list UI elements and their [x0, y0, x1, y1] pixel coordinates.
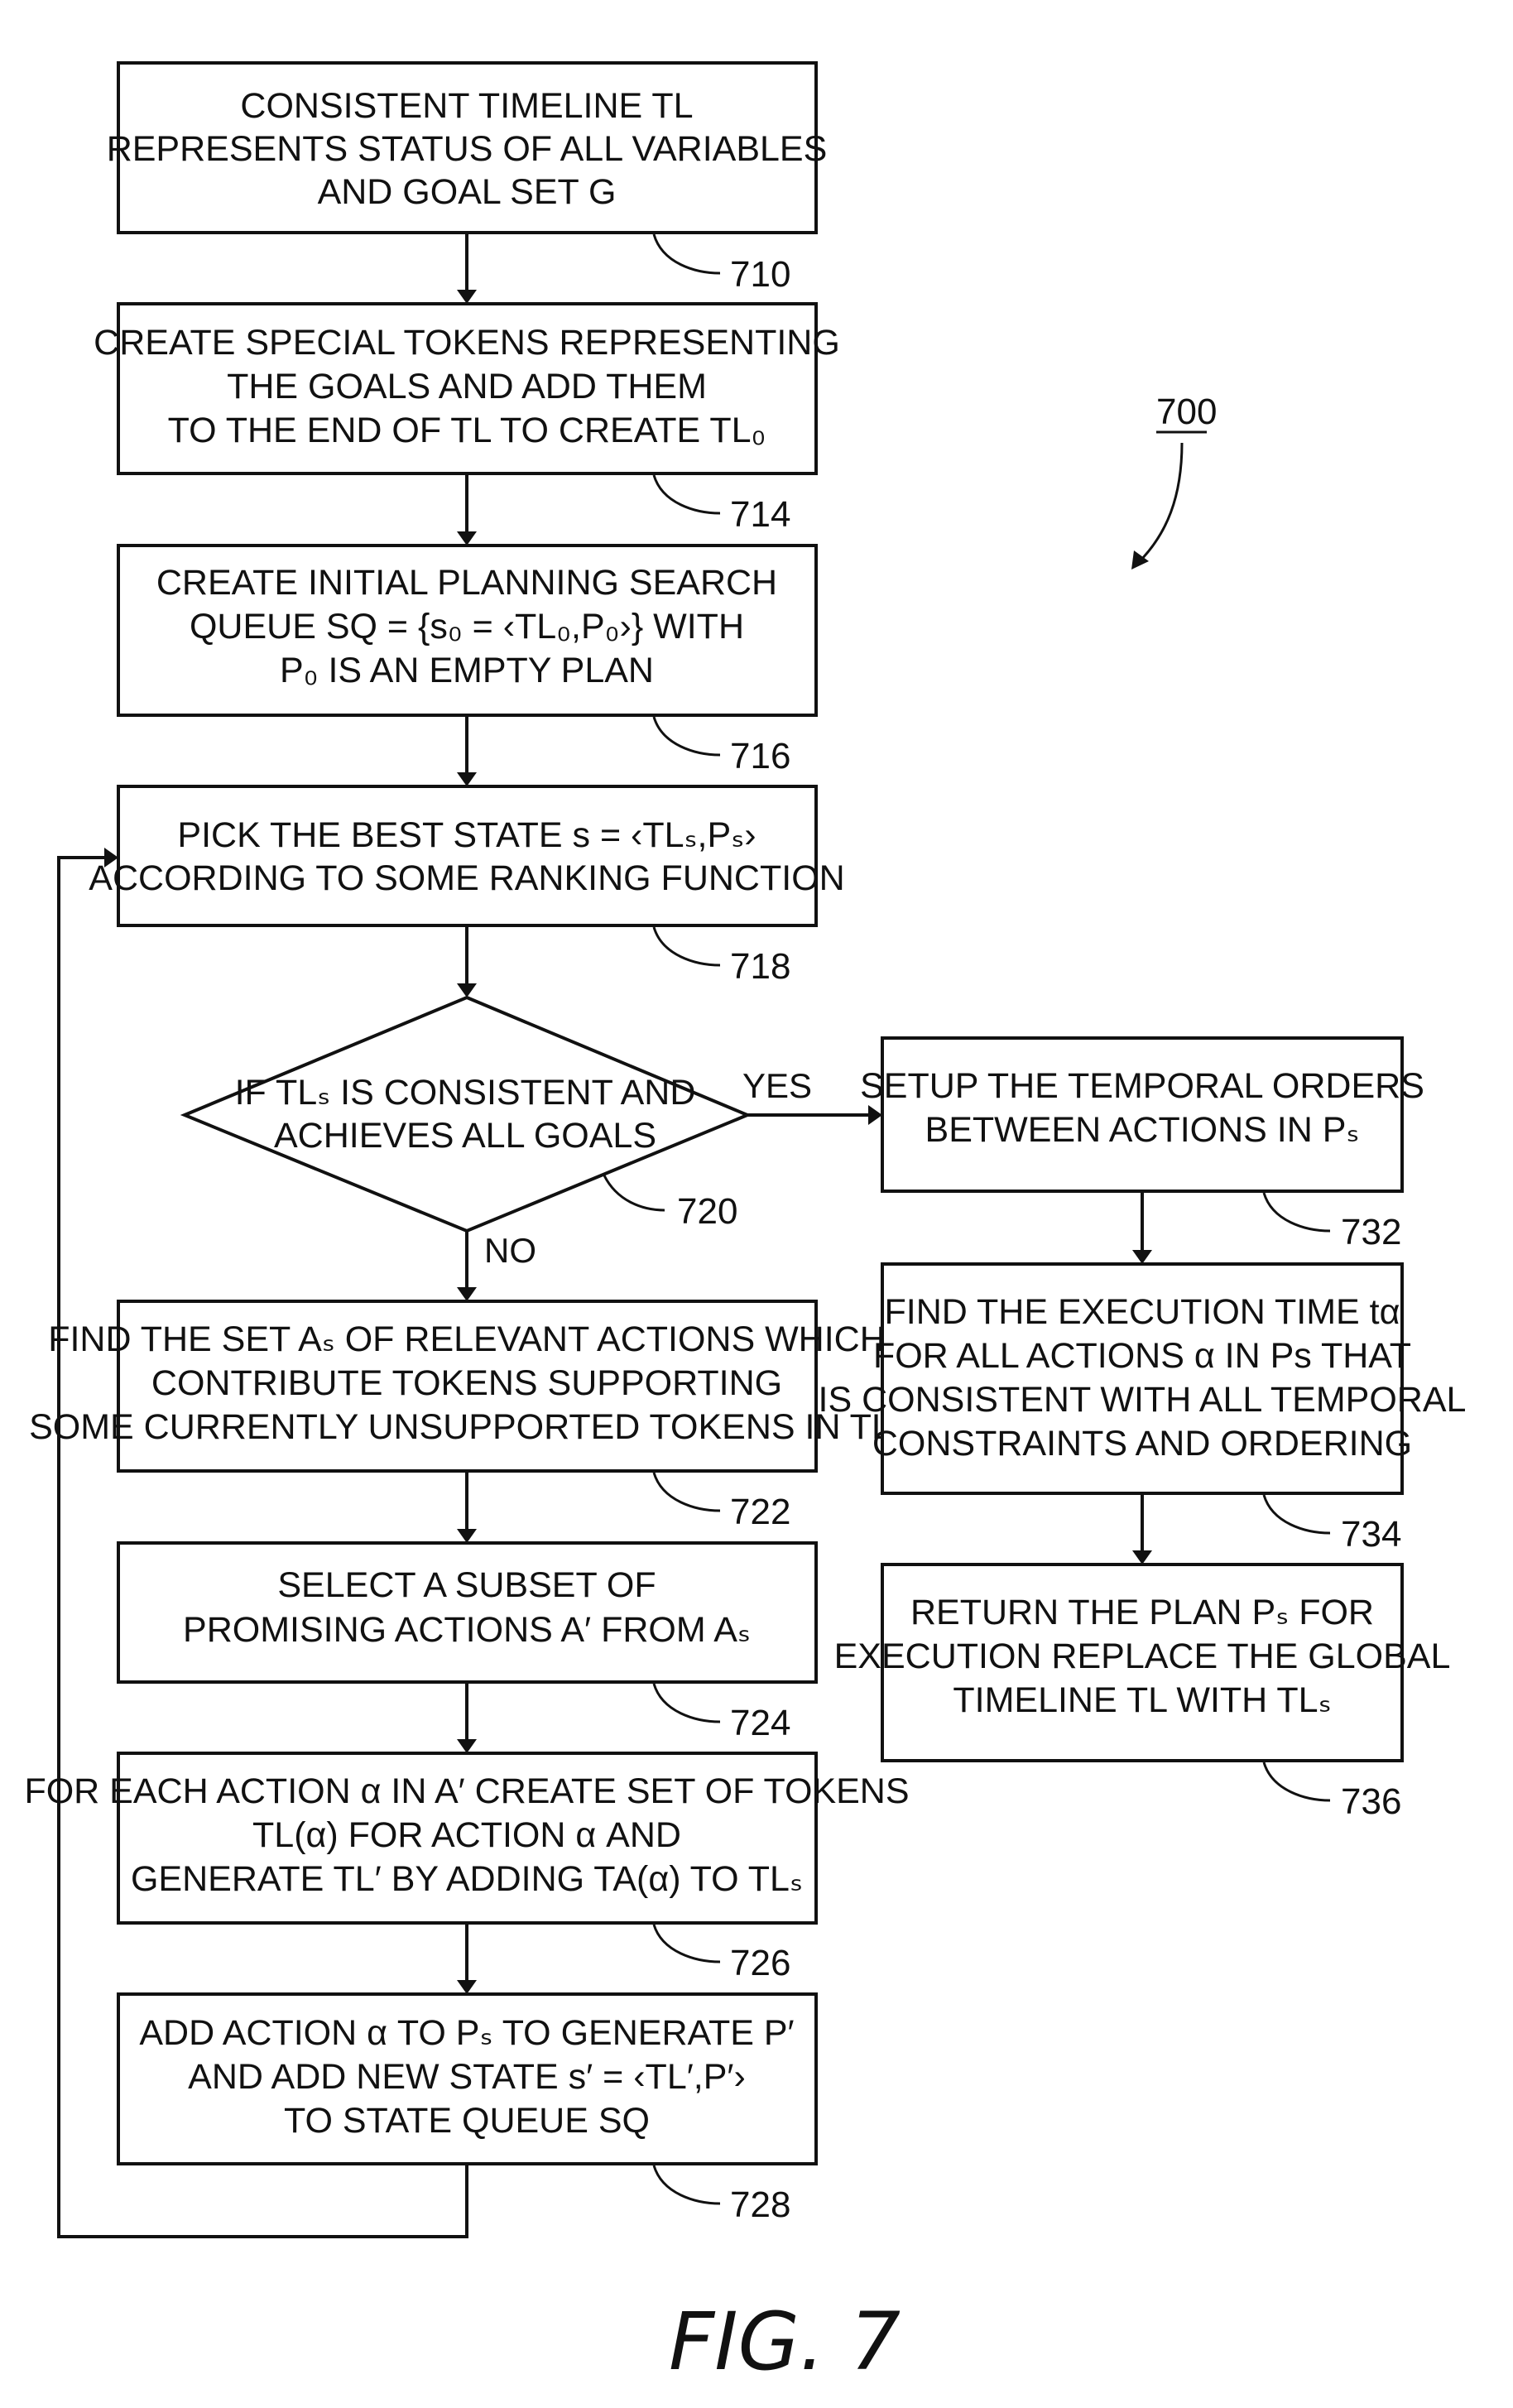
figure-caption: FIG. 7	[669, 2295, 901, 2388]
step-732: SETUP THE TEMPORAL ORDERS BETWEEN ACTION…	[860, 1038, 1424, 1191]
decision-diamond	[185, 997, 747, 1231]
arrowhead-734-736	[1132, 1550, 1152, 1564]
figure-ref-number: 700	[1156, 392, 1217, 432]
arrowhead-726-728	[457, 1980, 477, 1994]
ref-710: 710	[730, 254, 790, 295]
step-722-line-1: FIND THE SET Aₛ OF RELEVANT ACTIONS WHIC…	[48, 1319, 886, 1359]
leader-722	[654, 1473, 720, 1511]
no-label: NO	[484, 1231, 536, 1270]
leader-726	[654, 1925, 720, 1962]
step-714: CREATE SPECIAL TOKENS REPRESENTING THE G…	[94, 304, 840, 473]
step-722: FIND THE SET Aₛ OF RELEVANT ACTIONS WHIC…	[29, 1301, 905, 1471]
step-736-line-1: RETURN THE PLAN Pₛ FOR	[910, 1593, 1374, 1632]
yes-label: YES	[742, 1066, 812, 1105]
step-722-line-2: CONTRIBUTE TOKENS SUPPORTING	[151, 1363, 782, 1403]
leader-734	[1264, 1495, 1330, 1533]
step-716-line-3: P₀ IS AN EMPTY PLAN	[280, 651, 654, 690]
ref-732: 732	[1341, 1212, 1401, 1252]
step-720-line-1: IF TLₛ IS CONSISTENT AND	[235, 1073, 696, 1113]
ref-718: 718	[730, 946, 790, 987]
step-734-line-2: FOR ALL ACTIONS α IN Ps THAT	[873, 1336, 1411, 1376]
ref-728: 728	[730, 2185, 790, 2225]
step-718-line-1: PICK THE BEST STATE s = ‹TLₛ,Pₛ›	[177, 815, 756, 855]
leader-728	[654, 2165, 720, 2204]
step-734-line-3: IS CONSISTENT WITH ALL TEMPORAL	[819, 1380, 1467, 1420]
step-714-line-2: THE GOALS AND ADD THEM	[227, 367, 707, 406]
ref-714: 714	[730, 494, 790, 535]
leader-714	[654, 475, 720, 513]
step-724-line-2: PROMISING ACTIONS A′ FROM Aₛ	[183, 1610, 751, 1650]
step-724: SELECT A SUBSET OF PROMISING ACTIONS A′ …	[118, 1543, 816, 1682]
step-724-line-1: SELECT A SUBSET OF	[277, 1565, 656, 1605]
step-718-line-2: ACCORDING TO SOME RANKING FUNCTION	[89, 858, 844, 898]
connectors	[59, 233, 1152, 2237]
step-732-line-2: BETWEEN ACTIONS IN Pₛ	[925, 1110, 1360, 1150]
leader-710	[654, 234, 720, 273]
arrowhead-732-734	[1132, 1250, 1152, 1264]
arrowhead-720-732	[868, 1105, 882, 1125]
step-714-line-3: TO THE END OF TL TO CREATE TL₀	[168, 411, 766, 450]
leader-718	[654, 927, 720, 965]
arrowhead-720-722	[457, 1287, 477, 1301]
figure-reference-700: 700	[1131, 392, 1217, 570]
step-716-line-1: CREATE INITIAL PLANNING SEARCH	[156, 563, 777, 603]
step-718: PICK THE BEST STATE s = ‹TLₛ,Pₛ› ACCORDI…	[89, 786, 844, 925]
reference-leaders: 710 714 716 718 720 722 724 726 728 732 …	[604, 234, 1401, 2225]
arrowhead-710-714	[457, 290, 477, 304]
step-726-line-1: FOR EACH ACTION α IN A′ CREATE SET OF TO…	[24, 1771, 909, 1811]
step-728-line-2: AND ADD NEW STATE s′ = ‹TL′,P′›	[188, 2057, 746, 2097]
arrowhead-718-720	[457, 983, 477, 997]
leader-724	[654, 1684, 720, 1722]
step-734: FIND THE EXECUTION TIME tα FOR ALL ACTIO…	[819, 1264, 1467, 1493]
step-718-box	[118, 786, 816, 925]
ref-726: 726	[730, 1943, 790, 1983]
ref-720: 720	[677, 1191, 737, 1232]
step-728: ADD ACTION α TO Pₛ TO GENERATE P′ AND AD…	[118, 1994, 816, 2164]
step-728-line-3: TO STATE QUEUE SQ	[284, 2101, 650, 2141]
step-726-line-2: TL(α) FOR ACTION α AND	[252, 1815, 681, 1855]
leader-732	[1264, 1193, 1330, 1231]
arrowhead-724-726	[457, 1739, 477, 1753]
ref-734: 734	[1341, 1514, 1401, 1555]
step-728-line-1: ADD ACTION α TO Pₛ TO GENERATE P′	[139, 2013, 794, 2053]
ref-724: 724	[730, 1703, 790, 1743]
ref-716: 716	[730, 736, 790, 776]
ref-722: 722	[730, 1492, 790, 1532]
step-710-line-1: CONSISTENT TIMELINE TL	[240, 86, 693, 126]
step-720-decision: IF TLₛ IS CONSISTENT AND ACHIEVES ALL GO…	[185, 997, 747, 1231]
step-716-line-2: QUEUE SQ = {s₀ = ‹TL₀,P₀›} WITH	[190, 607, 744, 646]
step-710-line-2: REPRESENTS STATUS OF ALL VARIABLES	[107, 129, 828, 169]
step-710: CONSISTENT TIMELINE TL REPRESENTS STATUS…	[107, 63, 828, 233]
step-722-line-3: SOME CURRENTLY UNSUPPORTED TOKENS IN TLₛ	[29, 1407, 905, 1447]
step-736-line-2: EXECUTION REPLACE THE GLOBAL	[834, 1637, 1451, 1676]
step-734-line-1: FIND THE EXECUTION TIME tα	[885, 1292, 1400, 1332]
step-736-line-3: TIMELINE TL WITH TLₛ	[953, 1680, 1331, 1720]
arrowhead-714-716	[457, 531, 477, 546]
figure-ref-leader	[1138, 443, 1182, 563]
leader-720	[604, 1175, 665, 1210]
step-710-line-3: AND GOAL SET G	[318, 172, 617, 212]
step-736: RETURN THE PLAN Pₛ FOR EXECUTION REPLACE…	[834, 1564, 1451, 1761]
step-716: CREATE INITIAL PLANNING SEARCH QUEUE SQ …	[118, 546, 816, 715]
arrowhead-716-718	[457, 772, 477, 786]
arrowhead-722-724	[457, 1529, 477, 1543]
step-732-line-1: SETUP THE TEMPORAL ORDERS	[860, 1066, 1424, 1106]
leader-716	[654, 717, 720, 755]
step-720-line-2: ACHIEVES ALL GOALS	[274, 1116, 656, 1156]
step-726-line-3: GENERATE TL′ BY ADDING TA(α) TO TLₛ	[131, 1859, 803, 1899]
step-726: FOR EACH ACTION α IN A′ CREATE SET OF TO…	[24, 1753, 909, 1923]
leader-736	[1264, 1762, 1330, 1800]
step-714-line-1: CREATE SPECIAL TOKENS REPRESENTING	[94, 323, 840, 363]
step-734-line-4: CONSTRAINTS AND ORDERING	[872, 1424, 1412, 1464]
ref-736: 736	[1341, 1781, 1401, 1822]
